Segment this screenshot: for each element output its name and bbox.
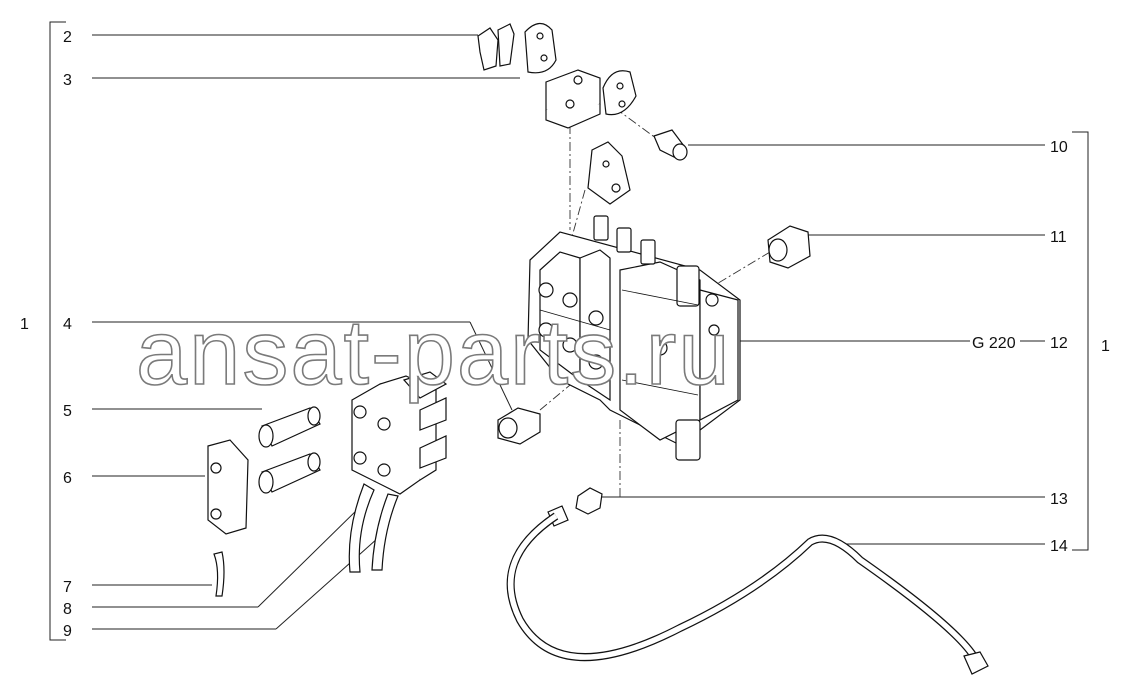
part-5-bushing-lower <box>258 452 321 494</box>
part-8-9-manifold <box>348 371 448 573</box>
callout-4: 4 <box>63 316 72 333</box>
left-group-bracket <box>49 21 66 641</box>
callout-14: 14 <box>1050 538 1068 555</box>
part-6-clamp <box>207 439 249 535</box>
callout-8: 8 <box>63 601 72 618</box>
group-label-left: 1 <box>20 316 29 333</box>
callout-5: 5 <box>63 403 72 420</box>
callout-7: 7 <box>63 579 72 596</box>
part-14-hose-line <box>506 505 989 675</box>
control-valve-body <box>527 215 741 461</box>
part-10-pin <box>653 129 688 161</box>
linkage-plate <box>587 141 631 205</box>
callout-12: 12 <box>1050 335 1068 352</box>
callout-10: 10 <box>1050 139 1068 156</box>
callout-11: 11 <box>1050 229 1067 246</box>
callout-9: 9 <box>63 623 72 640</box>
watermark: ansat-parts.ru <box>136 302 732 404</box>
part-7-short-hose <box>213 551 225 597</box>
callout-2: 2 <box>63 29 72 46</box>
part-3-mounting-block <box>545 69 637 129</box>
part-4-adapter <box>497 407 541 445</box>
part-11-fitting <box>767 225 811 269</box>
part-5-bushing-upper <box>258 406 321 448</box>
part-13-nipple <box>575 487 603 515</box>
callout-3: 3 <box>63 72 72 89</box>
right-group-bracket <box>1072 131 1089 551</box>
callout-6: 6 <box>63 470 72 487</box>
leader-lines <box>92 34 1045 630</box>
reference-code: G 220 <box>972 335 1016 352</box>
callout-13: 13 <box>1050 491 1068 508</box>
part-2-bracket <box>477 22 557 74</box>
group-label-right: 1 <box>1101 338 1110 355</box>
